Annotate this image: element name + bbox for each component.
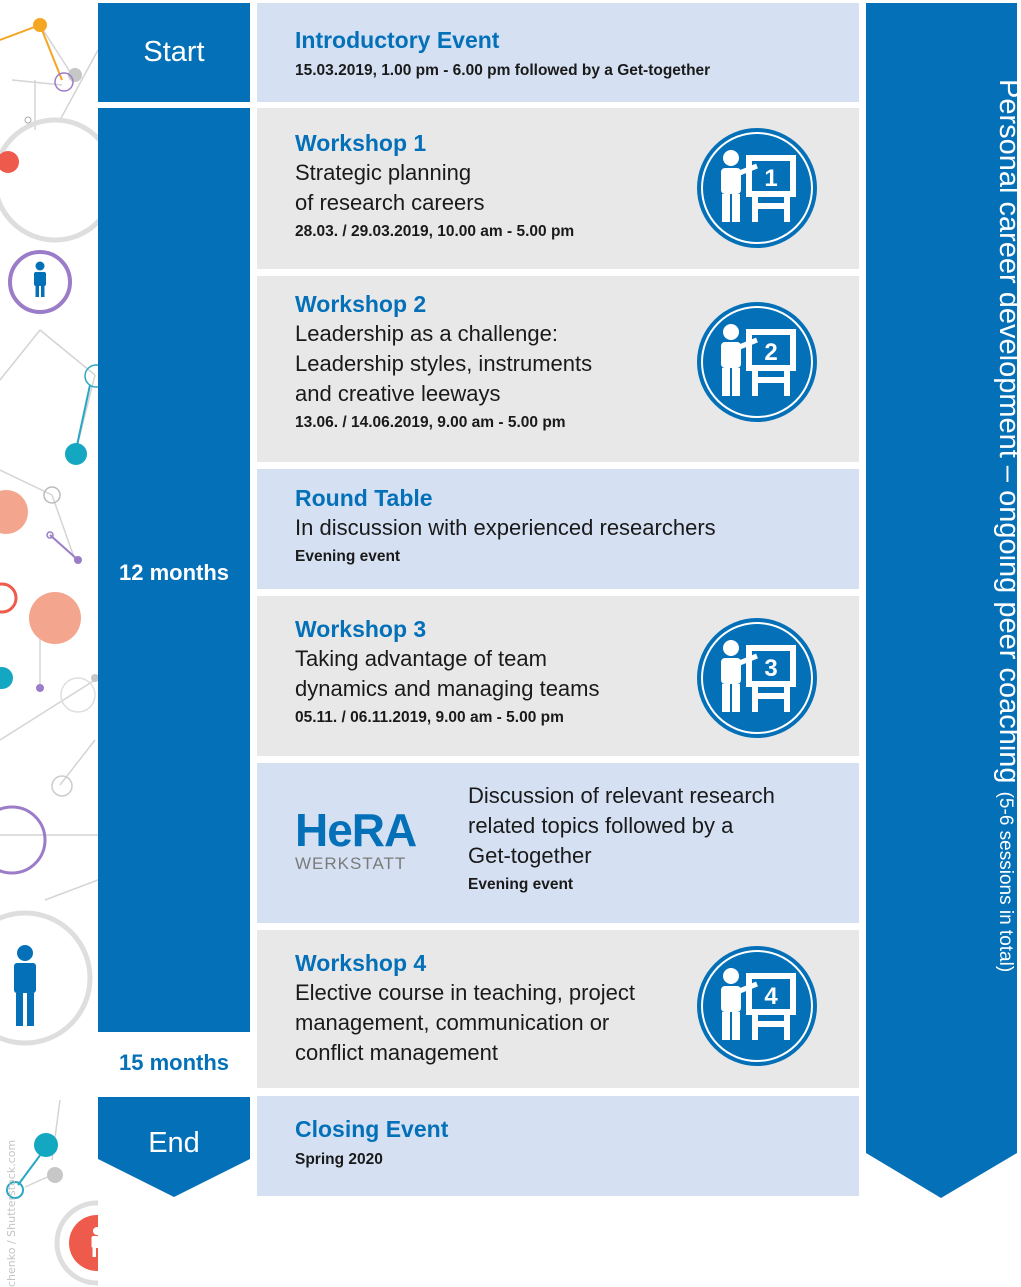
presentation-icon: 4 [697,946,817,1066]
workshop3-description: Taking advantage of team dynamics and ma… [295,646,600,701]
closing-event-date: Spring 2020 [295,1151,383,1168]
intro-event-date: 15.03.2019, 1.00 pm - 6.00 pm followed b… [295,62,711,79]
workshop1-date: 28.03. / 29.03.2019, 10.00 am - 5.00 pm [295,223,575,240]
coaching-banner: Personal career development – ongoing pe… [866,3,1021,1198]
network-decoration [0,18,98,1286]
banner-arrow-shape [866,3,1017,1198]
workshop1-description: Strategic planning of research careers [295,160,485,215]
round-table-date: Evening event [295,548,401,565]
end-label: End [148,1127,200,1159]
workshop2-panel: Workshop 2 Leadership as a challenge: Le… [257,276,859,462]
workshop1-title: Workshop 1 [295,130,427,156]
presentation-icon: 3 [697,618,817,738]
closing-event-panel: Closing Event Spring 2020 [257,1096,859,1196]
workshop3-panel: Workshop 3 Taking advantage of team dyna… [257,596,859,756]
presentation-icon: 1 [697,128,817,248]
hera-logo-text: HeRA [295,804,417,856]
workshop2-title: Workshop 2 [295,291,427,317]
workshop4-panel: Workshop 4 Elective course in teaching, … [257,930,859,1088]
round-table-title: Round Table [295,485,433,511]
closing-event-title: Closing Event [295,1116,449,1142]
workshop2-date: 13.06. / 14.06.2019, 9.00 am - 5.00 pm [295,414,566,431]
months-12-label: 12 months [118,560,230,585]
coaching-banner-main: Personal career development – ongoing pe… [993,79,1021,784]
hera-panel: HeRA WERKSTATT Discussion of relevant re… [257,763,859,923]
end-arrow-shape [98,1097,250,1197]
workshop4-title: Workshop 4 [295,950,427,976]
intro-event-title: Introductory Event [295,27,500,53]
coaching-banner-text: Personal career development – ongoing pe… [988,79,1021,1179]
coaching-banner-sub: (5-6 sessions in total) [995,791,1016,973]
workshop3-date: 05.11. / 06.11.2019, 9.00 am - 5.00 pm [295,709,564,726]
photo-credit: chenko / Shutterstock.com [5,1139,18,1287]
hera-description: Discussion of relevant research related … [468,783,775,868]
round-table-description: In discussion with experienced researche… [295,515,716,540]
start-label-box: Start [98,3,250,102]
workshop4-description: Elective course in teaching, project man… [295,980,635,1065]
hera-werkstatt-logo: HeRA WERKSTATT [295,807,435,887]
workshop2-description: Leadership as a challenge: Leadership st… [295,321,593,406]
end-label-box: End [98,1097,250,1197]
months-15-label: 15 months [118,1050,230,1075]
workshop3-title: Workshop 3 [295,616,427,642]
intro-event-panel: Introductory Event 15.03.2019, 1.00 pm -… [257,3,859,102]
workshop3-icon-number: 3 [764,655,777,682]
round-table-panel: Round Table In discussion with experienc… [257,469,859,589]
presentation-icon: 2 [697,302,817,422]
workshop1-panel: Workshop 1 Strategic planning of researc… [257,108,859,269]
hera-date: Evening event [468,876,574,893]
workshop2-icon-number: 2 [764,339,777,366]
start-label: Start [143,36,205,68]
workshop1-icon-number: 1 [764,165,777,192]
timeline-12-months-box: 12 months [98,108,250,1032]
werkstatt-logo-text: WERKSTATT [295,854,407,873]
workshop4-icon-number: 4 [764,983,778,1010]
